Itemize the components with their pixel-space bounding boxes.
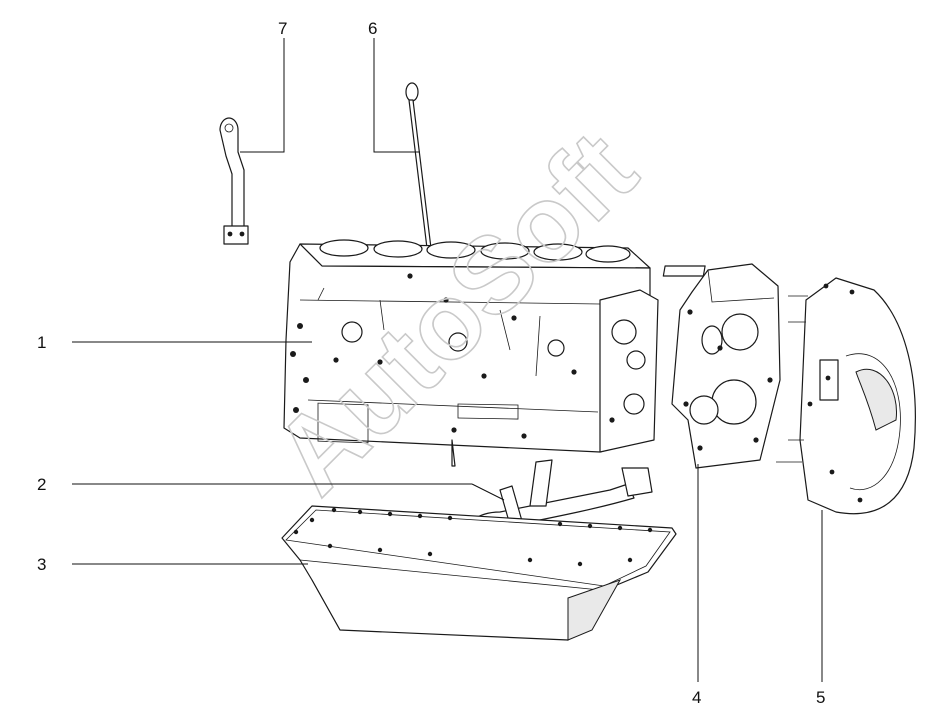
flywheel-bolts: [807, 283, 863, 503]
leader-6: [373, 38, 420, 153]
block-bolts: [290, 273, 615, 439]
callout-labels: 1 2 3 4 5 6 7: [37, 19, 825, 707]
part-7-lifting-bracket: [219, 117, 249, 245]
callout-1: 1: [37, 333, 46, 352]
part-4-timing-gear-housing: [662, 263, 781, 469]
callout-3: 3: [37, 555, 46, 574]
callout-6: 6: [368, 19, 377, 38]
cylinder-bores: [319, 239, 631, 263]
leader-2-end: [471, 483, 505, 501]
callout-7: 7: [278, 19, 287, 38]
housing-bolts: [683, 309, 773, 451]
leader-7: [240, 38, 285, 153]
part-5-flywheel-housing: [776, 277, 916, 515]
part-1-cylinder-block: [283, 239, 659, 467]
callout-2: 2: [37, 475, 46, 494]
pan-bolts: [293, 507, 653, 567]
part-3-oil-pan: [281, 505, 677, 641]
leader-lines: [72, 38, 823, 682]
callout-5: 5: [816, 688, 825, 707]
callout-4: 4: [692, 688, 701, 707]
